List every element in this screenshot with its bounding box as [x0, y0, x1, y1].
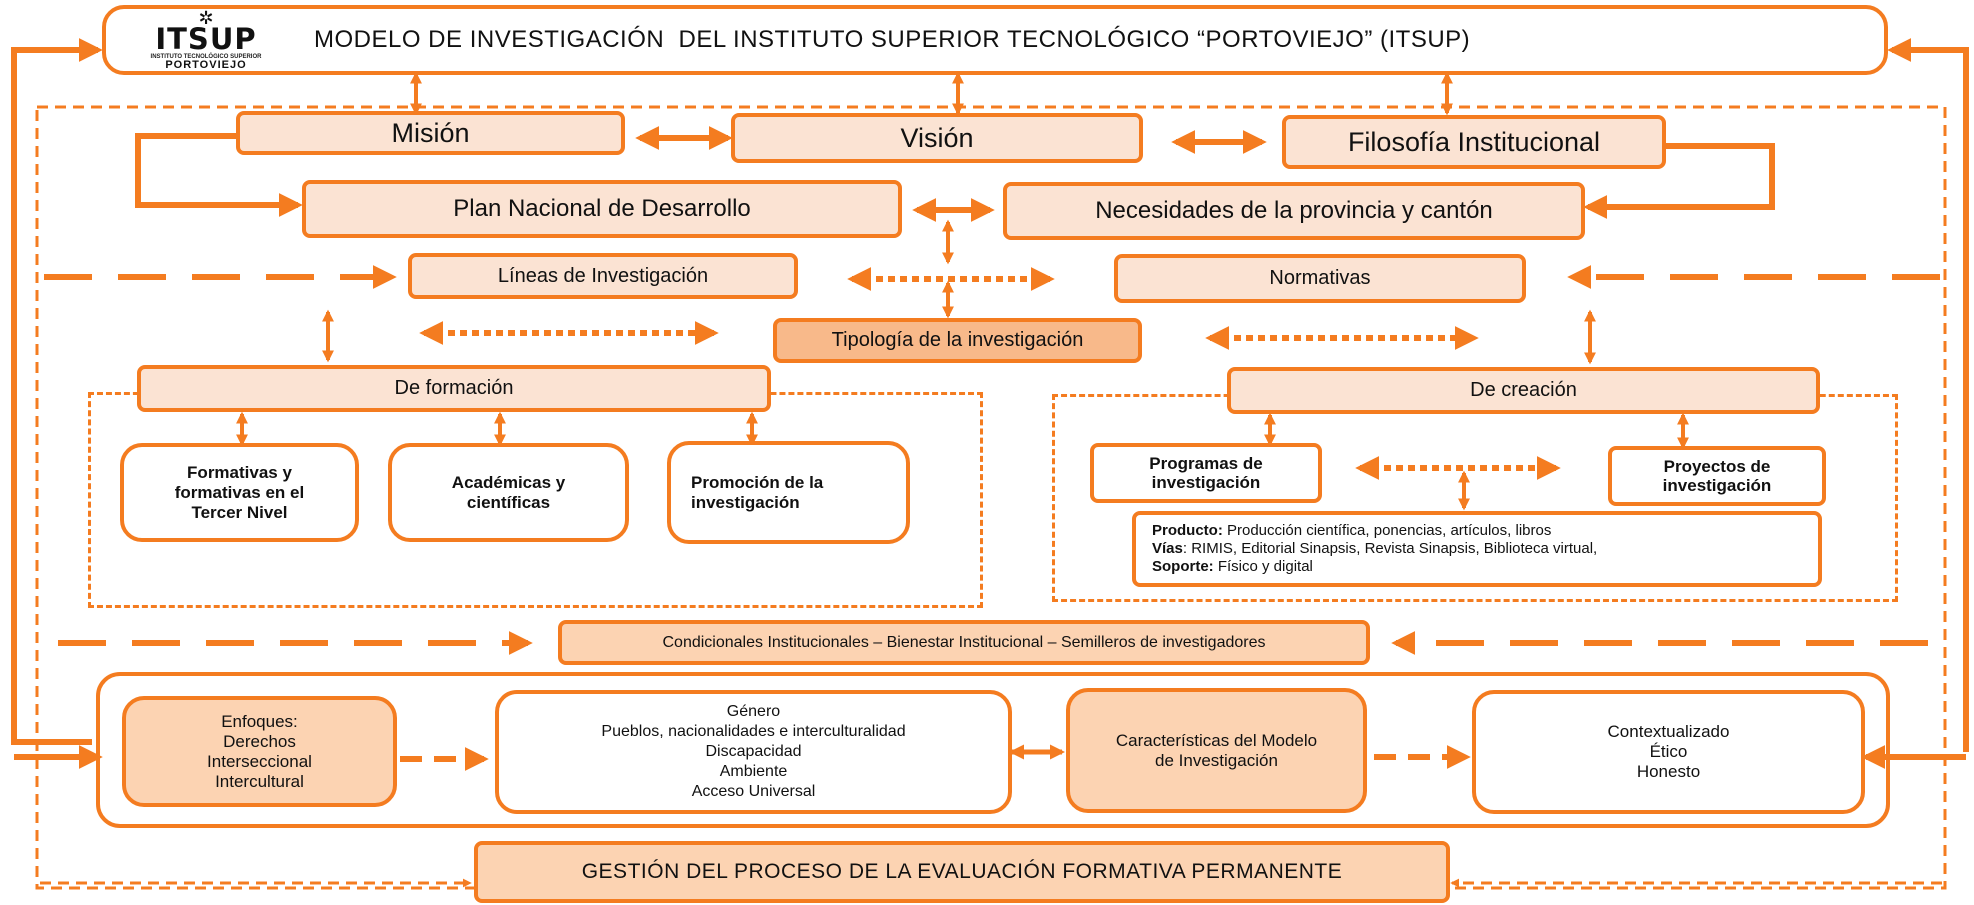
plan-nacional-label: Plan Nacional de Desarrollo [453, 195, 751, 222]
header-title-box: ✲ ITSUP INSTITUTO TECNOLÓGICO SUPERIOR P… [102, 5, 1888, 75]
caracteristicas-box: Características del Modelo de Investigac… [1066, 688, 1367, 813]
valores-box: Contextualizado Ético Honesto [1472, 690, 1865, 814]
logo-city: PORTOVIEJO [165, 59, 247, 71]
formacion-item-3: Promoción de la investigación [667, 441, 910, 544]
mision-box: Misión [236, 111, 625, 155]
arrow-left-loop-to-title [11, 38, 103, 745]
programas-box: Programas de investigación [1090, 443, 1322, 503]
filosofia-box: Filosofía Institucional [1282, 115, 1666, 169]
soporte-line: Soporte: Físico y digital [1152, 558, 1597, 576]
gear-icon: ✲ [198, 8, 214, 28]
soporte-text: Físico y digital [1213, 558, 1313, 575]
itsup-logo: ✲ ITSUP INSTITUTO TECNOLÓGICO SUPERIOR P… [146, 9, 266, 71]
arrow-mision-to-plan [135, 133, 303, 217]
programas-label: Programas de investigación [1149, 454, 1263, 492]
producto-box: Producto: Producción científica, ponenci… [1132, 511, 1822, 587]
lineas-box: Líneas de Investigación [408, 253, 798, 299]
producto-label: Producto: [1152, 522, 1223, 539]
valores-label: Contextualizado Ético Honesto [1607, 722, 1730, 781]
enfoques-box: Enfoques: Derechos Interseccional Interc… [122, 696, 397, 807]
condiciones-box: Condicionales Institucionales – Bienesta… [558, 620, 1370, 665]
caracteristicas-label: Características del Modelo de Investigac… [1115, 730, 1318, 770]
arrow-right-loop-to-title [1887, 38, 1969, 752]
vias-text: : RIMIS, Editorial Sinapsis, Revista Sin… [1182, 540, 1598, 557]
filosofia-label: Filosofía Institucional [1347, 126, 1601, 157]
genero-box: Género Pueblos, nacionalidades e intercu… [495, 690, 1012, 814]
page-title: MODELO DE INVESTIGACIÓN DEL INSTITUTO SU… [314, 26, 1471, 53]
vias-line: Vías: RIMIS, Editorial Sinapsis, Revista… [1152, 540, 1597, 558]
necesidades-box: Necesidades de la provincia y cantón [1003, 182, 1585, 240]
vision-box: Visión [731, 113, 1143, 163]
formacion-item-3-label: Promoción de la investigación [691, 472, 824, 512]
condiciones-label: Condicionales Institucionales – Bienesta… [662, 633, 1266, 651]
logo-subtitle: INSTITUTO TECNOLÓGICO SUPERIOR [150, 54, 262, 60]
producto-text: Producción científica, ponencias, artícu… [1222, 522, 1552, 539]
vias-label: Vías [1152, 540, 1183, 557]
normativas-box: Normativas [1114, 254, 1526, 303]
proyectos-box: Proyectos de investigación [1608, 446, 1826, 506]
soporte-label: Soporte: [1152, 558, 1214, 575]
logo-text: ITSUP [155, 22, 257, 56]
formacion-item-2: Académicas y científicas [388, 443, 629, 542]
tipologia-box: Tipología de la investigación [773, 318, 1142, 363]
formacion-item-1: Formativas y formativas en el Tercer Niv… [120, 443, 359, 542]
mision-label: Misión [391, 117, 470, 148]
genero-label: Género Pueblos, nacionalidades e intercu… [601, 703, 906, 800]
creacion-title: De creación [1470, 379, 1577, 401]
formacion-item-2-label: Académicas y científicas [451, 472, 566, 512]
arrow-filosofia-to-necesidades [1583, 143, 1775, 219]
necesidades-label: Necesidades de la provincia y cantón [1095, 197, 1493, 224]
plan-nacional-box: Plan Nacional de Desarrollo [302, 180, 902, 238]
tipologia-label: Tipología de la investigación [831, 329, 1084, 351]
producto-line: Producto: Producción científica, ponenci… [1152, 522, 1597, 540]
vision-label: Visión [900, 122, 974, 153]
creacion-header-box: De creación [1227, 367, 1820, 414]
formacion-title: De formación [394, 377, 514, 399]
lineas-label: Líneas de Investigación [497, 264, 709, 287]
gestion-box: GESTIÓN DEL PROCESO DE LA EVALUACIÓN FOR… [474, 841, 1450, 903]
formacion-header-box: De formación [137, 365, 771, 412]
gestion-label: GESTIÓN DEL PROCESO DE LA EVALUACIÓN FOR… [581, 860, 1343, 883]
formacion-item-1-label: Formativas y formativas en el Tercer Niv… [174, 462, 305, 522]
proyectos-label: Proyectos de investigación [1662, 457, 1772, 495]
producto-details: Producto: Producción científica, ponenci… [1152, 522, 1597, 576]
normativas-label: Normativas [1269, 267, 1371, 289]
enfoques-label: Enfoques: Derechos Interseccional Interc… [207, 711, 312, 791]
